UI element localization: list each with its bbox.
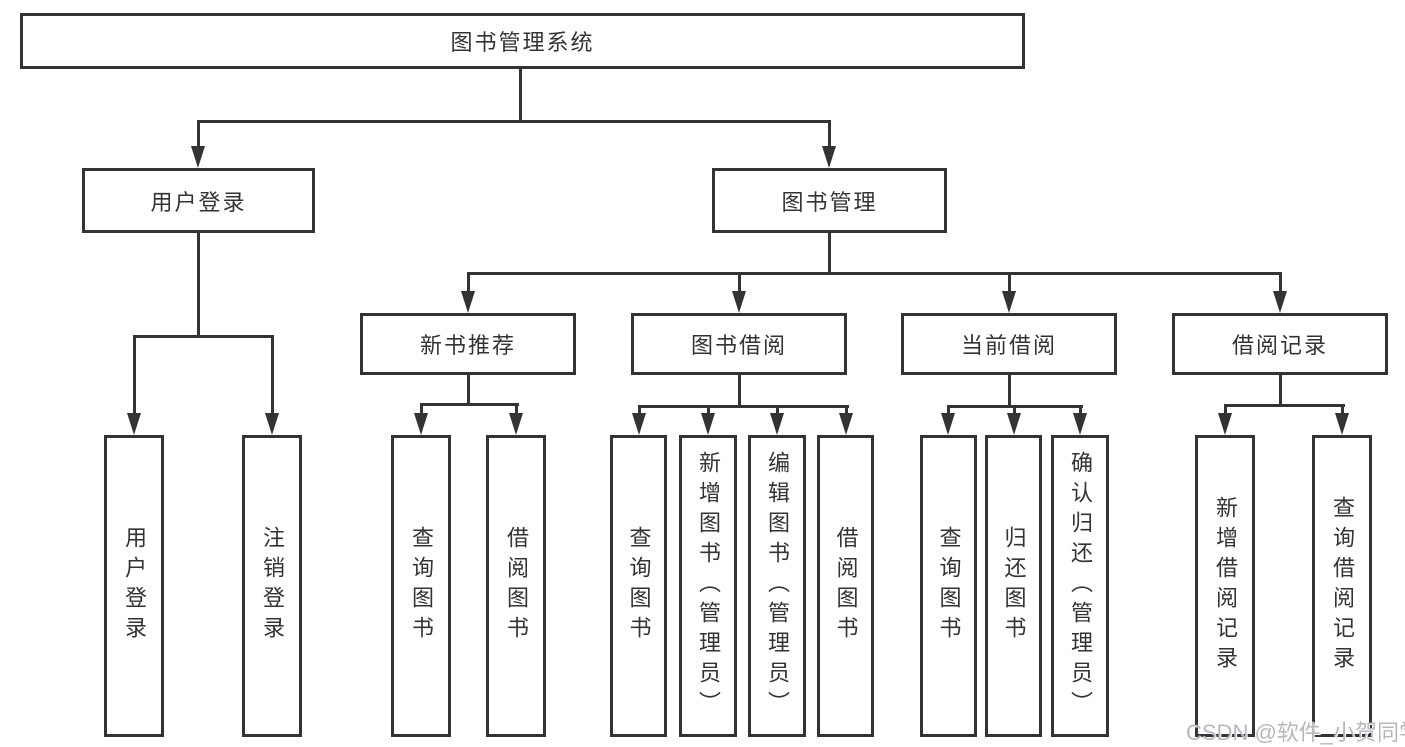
arrowhead-icon bbox=[941, 413, 955, 435]
arrowhead-icon bbox=[632, 413, 646, 435]
node-label: 归还图书 bbox=[1001, 526, 1027, 646]
arrowhead-icon bbox=[1335, 413, 1349, 435]
connector-line bbox=[1008, 272, 1011, 294]
node-book-borrowing: 图书借阅 bbox=[631, 313, 847, 375]
arrowhead-icon bbox=[770, 413, 784, 435]
node-label: 当前借阅 bbox=[960, 333, 1057, 358]
arrowhead-icon bbox=[414, 413, 428, 435]
connector-line bbox=[519, 69, 522, 123]
node-label: 图书借阅 bbox=[690, 333, 787, 358]
node-leaf-borrow-books-1: 借阅图书 bbox=[486, 435, 546, 737]
node-library-management-system: 图书管理系统 bbox=[20, 13, 1025, 69]
arrowhead-icon bbox=[732, 291, 746, 313]
arrowhead-icon bbox=[127, 413, 141, 435]
node-current-borrowing: 当前借阅 bbox=[901, 313, 1117, 375]
node-label: 编辑图书（管理员） bbox=[765, 451, 790, 721]
node-leaf-confirm-return-admin: 确认归还（管理员） bbox=[1051, 435, 1109, 737]
connector-line bbox=[1279, 375, 1282, 407]
node-leaf-return-books: 归还图书 bbox=[985, 435, 1042, 737]
node-label: 确认归还（管理员） bbox=[1068, 451, 1093, 721]
node-user-login: 用户登录 bbox=[82, 168, 315, 233]
connector-line bbox=[738, 375, 741, 408]
connector-line bbox=[197, 120, 831, 123]
node-label: 查询图书 bbox=[626, 526, 652, 646]
node-leaf-edit-books-admin: 编辑图书（管理员） bbox=[748, 435, 806, 737]
arrowhead-icon bbox=[822, 146, 836, 168]
node-label: 图书管理 bbox=[781, 189, 878, 215]
node-label: 查询借阅记录 bbox=[1330, 496, 1355, 676]
arrowhead-icon bbox=[509, 413, 523, 435]
node-label: 借阅图书 bbox=[833, 526, 859, 646]
node-label: 用户登录 bbox=[122, 526, 147, 646]
node-label: 查询图书 bbox=[409, 526, 434, 646]
node-leaf-query-books-3: 查询图书 bbox=[920, 435, 977, 737]
connector-line bbox=[467, 375, 470, 406]
connector-line bbox=[845, 405, 848, 417]
connector-line bbox=[420, 403, 423, 417]
connector-line bbox=[1079, 405, 1082, 417]
node-label: 借阅图书 bbox=[504, 526, 529, 646]
node-leaf-query-borrow-record: 查询借阅记录 bbox=[1312, 435, 1372, 737]
connector-line bbox=[947, 405, 950, 417]
node-label: 用户登录 bbox=[150, 189, 247, 215]
connector-line bbox=[515, 403, 518, 417]
connector-line bbox=[638, 405, 849, 408]
connector-line bbox=[271, 335, 274, 415]
connector-line bbox=[638, 405, 641, 417]
arrowhead-icon bbox=[265, 413, 279, 435]
connector-line bbox=[133, 335, 136, 415]
arrowhead-icon bbox=[1218, 413, 1232, 435]
node-leaf-query-books-2: 查询图书 bbox=[610, 435, 667, 737]
connector-line bbox=[197, 120, 200, 148]
node-label: 新增借阅记录 bbox=[1213, 496, 1238, 676]
node-borrowing-records: 借阅记录 bbox=[1172, 313, 1388, 375]
connector-line bbox=[1224, 404, 1345, 407]
arrowhead-icon bbox=[701, 413, 715, 435]
node-leaf-user-login: 用户登录 bbox=[104, 435, 164, 737]
connector-line bbox=[738, 272, 741, 294]
arrowhead-icon bbox=[461, 291, 475, 313]
node-label: 注销登录 bbox=[260, 526, 285, 646]
node-leaf-borrow-books-2: 借阅图书 bbox=[817, 435, 874, 737]
connector-line bbox=[776, 405, 779, 417]
connector-line bbox=[467, 272, 1282, 275]
node-leaf-query-books-1: 查询图书 bbox=[391, 435, 451, 737]
node-book-management: 图书管理 bbox=[712, 168, 947, 233]
connector-line bbox=[197, 233, 200, 338]
connector-line bbox=[828, 120, 831, 148]
node-label: 新增图书（管理员） bbox=[696, 451, 721, 721]
connector-line bbox=[467, 272, 470, 294]
node-leaf-add-borrow-record: 新增借阅记录 bbox=[1195, 435, 1255, 737]
connector-line bbox=[1279, 272, 1282, 294]
node-label: 图书管理系统 bbox=[450, 30, 595, 55]
connector-line bbox=[1341, 404, 1344, 417]
arrowhead-icon bbox=[1007, 413, 1021, 435]
connector-line bbox=[828, 233, 831, 275]
connector-line bbox=[1224, 404, 1227, 417]
node-label: 借阅记录 bbox=[1231, 333, 1328, 358]
node-leaf-add-books-admin: 新增图书（管理员） bbox=[679, 435, 737, 737]
connector-line bbox=[1008, 375, 1011, 408]
node-leaf-logout: 注销登录 bbox=[242, 435, 302, 737]
arrowhead-icon bbox=[1273, 291, 1287, 313]
connector-line bbox=[420, 403, 519, 406]
node-new-book-recommendation: 新书推荐 bbox=[360, 313, 576, 375]
node-label: 新书推荐 bbox=[419, 333, 516, 358]
arrowhead-icon bbox=[1002, 291, 1016, 313]
connector-line bbox=[707, 405, 710, 417]
csdn-watermark: CSDN @软件_小贺同学 bbox=[1186, 720, 1405, 745]
connector-line bbox=[133, 335, 274, 338]
arrowhead-icon bbox=[1073, 413, 1087, 435]
arrowhead-icon bbox=[839, 413, 853, 435]
node-label: 查询图书 bbox=[936, 526, 962, 646]
connector-line bbox=[1013, 405, 1016, 417]
arrowhead-icon bbox=[191, 146, 205, 168]
